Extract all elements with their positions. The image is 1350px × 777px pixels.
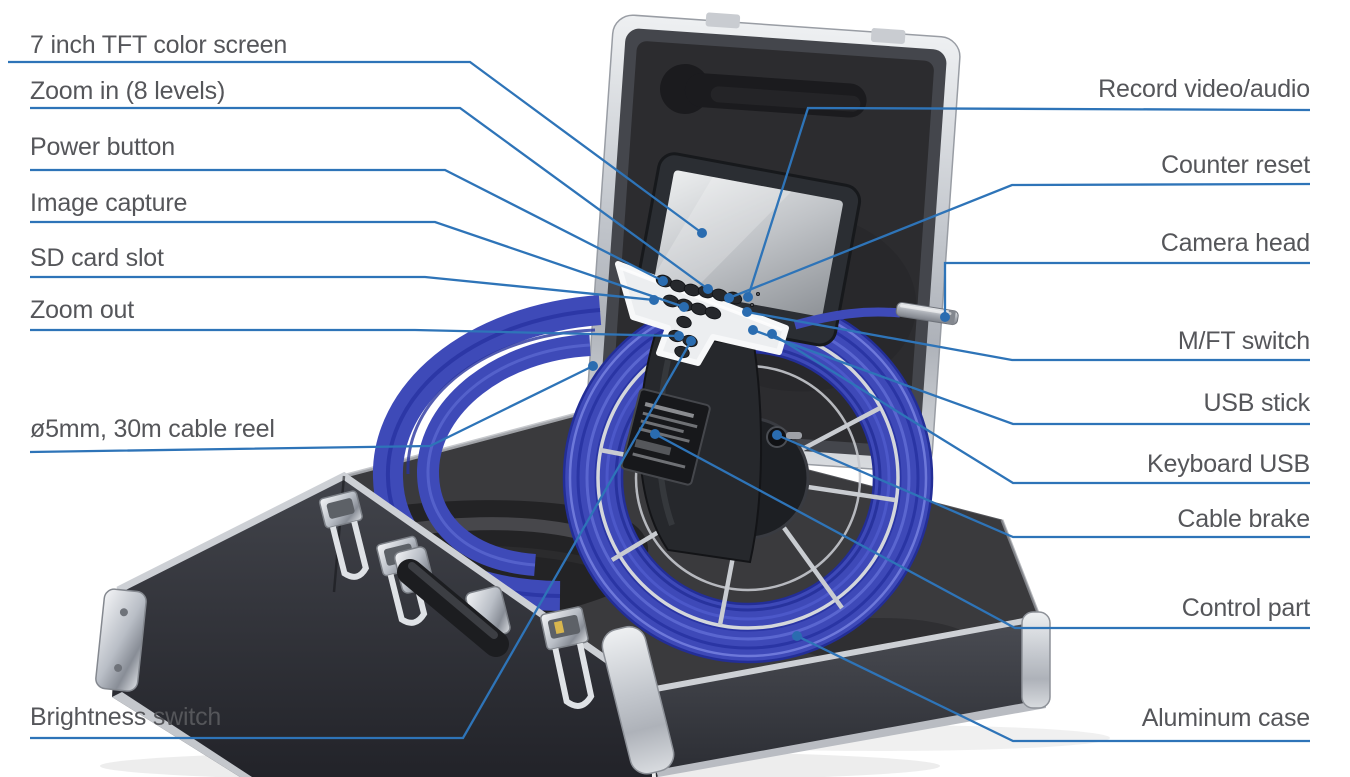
label-sd-card-slot: SD card slot [30,244,164,272]
lid-clasp [705,12,741,29]
leader-line-image-capture [30,220,689,312]
leader-line-usb-stick [748,325,1310,426]
label-usb-stick: USB stick [1203,389,1310,417]
label-cable-reel: ø5mm, 30m cable reel [30,415,275,443]
label-zoom-in: Zoom in (8 levels) [30,77,226,105]
label-aluminum-case: Aluminum case [1141,704,1311,732]
label-brightness-switch: Brightness switch [30,703,222,731]
latch [540,606,595,709]
leader-line-record-video-audio [743,106,1311,302]
control-handle [620,333,763,564]
camera-assembly [793,302,959,330]
label-cable-brake: Cable brake [1177,505,1310,533]
label-7-inch-tft-screen: 7 inch TFT color screen [30,31,288,59]
label-counter-reset: Counter reset [1161,151,1310,179]
label-keyboard-usb: Keyboard USB [1147,450,1310,478]
leader-line-power-button [30,168,668,286]
monitor-screen [653,170,843,317]
case-right-face [650,618,1046,777]
leader-lines [8,60,1311,743]
label-image-capture: Image capture [30,189,188,217]
label-power-button: Power button [30,133,175,161]
case-front-face [112,476,652,777]
label-control-part: Control part [1181,594,1310,622]
leader-line-cable-reel [29,361,598,454]
leader-line-zoom-out [30,328,684,341]
label-mft-switch: M/FT switch [1177,327,1310,355]
label-record-video-audio: Record video/audio [1098,75,1310,103]
leader-line-counter-reset [724,182,1311,303]
leader-line-zoom-in [30,106,713,294]
leader-line-tft-screen [8,60,707,238]
case-base-front [95,471,1051,777]
latch [318,490,370,580]
case-handle [393,546,511,657]
leader-line-control-part [650,429,1310,630]
leader-line-cable-brake [772,430,1310,539]
leader-line-mft-switch [742,307,1310,362]
label-zoom-out: Zoom out [30,296,135,324]
lid-clasp [870,28,906,44]
cable-brake-knob [766,426,802,448]
label-camera-head: Camera head [1160,229,1310,257]
corner-clamp [95,588,147,692]
leader-line-sd-card-slot [30,275,659,305]
leader-line-brightness-switch [30,336,696,740]
corner-post-right [1021,611,1051,709]
handle-slot-cutout [660,63,867,118]
camera-cable [793,307,901,330]
corner-post-front [601,625,675,775]
leader-line-aluminum-case [792,631,1310,743]
leader-line-keyboard-usb [767,329,1310,485]
leader-line-camera-head [940,261,1310,322]
